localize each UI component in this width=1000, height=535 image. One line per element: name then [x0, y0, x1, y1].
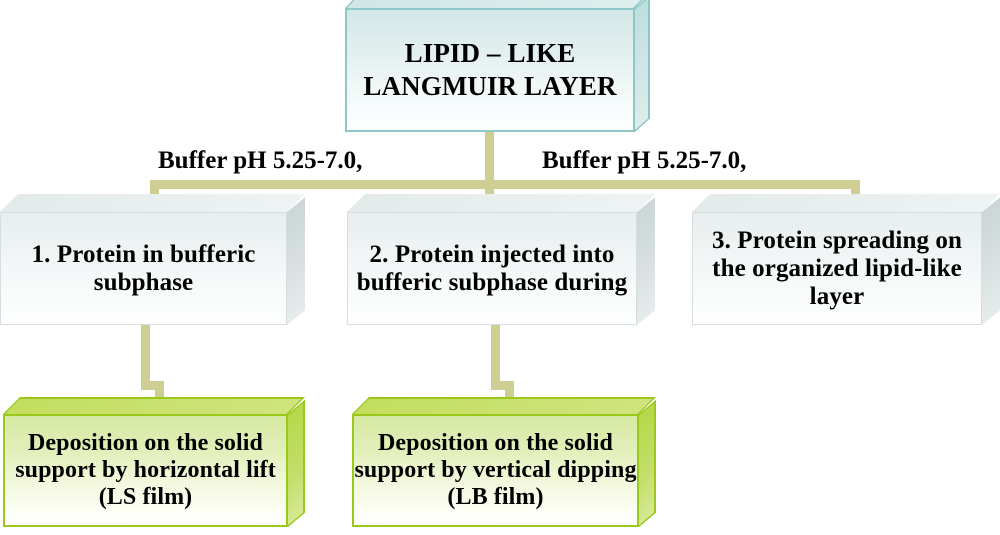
- node-face: 2. Protein injected into bufferic subpha…: [347, 212, 637, 325]
- node-top-bevel: [345, 0, 650, 8]
- connector-step2-vertical-a: [491, 325, 500, 381]
- node-deposition-ls[interactable]: Deposition on the solid support by horiz…: [3, 397, 305, 527]
- connector-stem-top: [485, 132, 494, 180]
- node-top-bevel: [0, 194, 305, 212]
- node-route-1[interactable]: 1. Protein in bufferic subphase: [0, 194, 305, 325]
- node-side-bevel: [287, 197, 305, 325]
- connector-step1-horizontal: [141, 381, 164, 390]
- node-lipid-like-langmuir-layer[interactable]: LIPID – LIKE LANGMUIR LAYER: [345, 0, 650, 132]
- node-top-bevel: [352, 397, 656, 414]
- edge-label-right: Buffer pH 5.25-7.0,: [542, 147, 747, 174]
- node-face: LIPID – LIKE LANGMUIR LAYER: [345, 8, 635, 132]
- node-label: 1. Protein in bufferic subphase: [31, 240, 256, 296]
- node-label: 2. Protein injected into bufferic subpha…: [356, 240, 628, 296]
- connector-bus-horizontal: [150, 180, 860, 189]
- node-route-2[interactable]: 2. Protein injected into bufferic subpha…: [347, 194, 655, 325]
- node-top-bevel: [3, 397, 305, 414]
- node-face: Deposition on the solid support by horiz…: [3, 414, 288, 527]
- node-side-bevel: [288, 399, 305, 527]
- node-face: Deposition on the solid support by verti…: [352, 414, 639, 527]
- node-label: LIPID – LIKE LANGMUIR LAYER: [363, 38, 617, 101]
- node-side-bevel: [982, 197, 1000, 325]
- node-face: 1. Protein in bufferic subphase: [0, 212, 287, 325]
- node-deposition-lb[interactable]: Deposition on the solid support by verti…: [352, 397, 656, 527]
- node-side-bevel: [639, 399, 656, 527]
- edge-label-left: Buffer pH 5.25-7.0,: [158, 147, 363, 174]
- node-label: 3. Protein spreading on the organized li…: [711, 226, 963, 310]
- node-side-bevel: [637, 197, 655, 325]
- connector-step2-horizontal: [491, 381, 514, 390]
- node-label: Deposition on the solid support by horiz…: [15, 430, 276, 510]
- node-top-bevel: [347, 194, 655, 212]
- node-route-3[interactable]: 3. Protein spreading on the organized li…: [692, 194, 1000, 325]
- node-label: Deposition on the solid support by verti…: [354, 430, 637, 510]
- node-top-bevel: [692, 194, 1000, 212]
- connector-step1-vertical-a: [141, 325, 150, 381]
- node-side-bevel: [635, 0, 650, 132]
- node-face: 3. Protein spreading on the organized li…: [692, 212, 982, 325]
